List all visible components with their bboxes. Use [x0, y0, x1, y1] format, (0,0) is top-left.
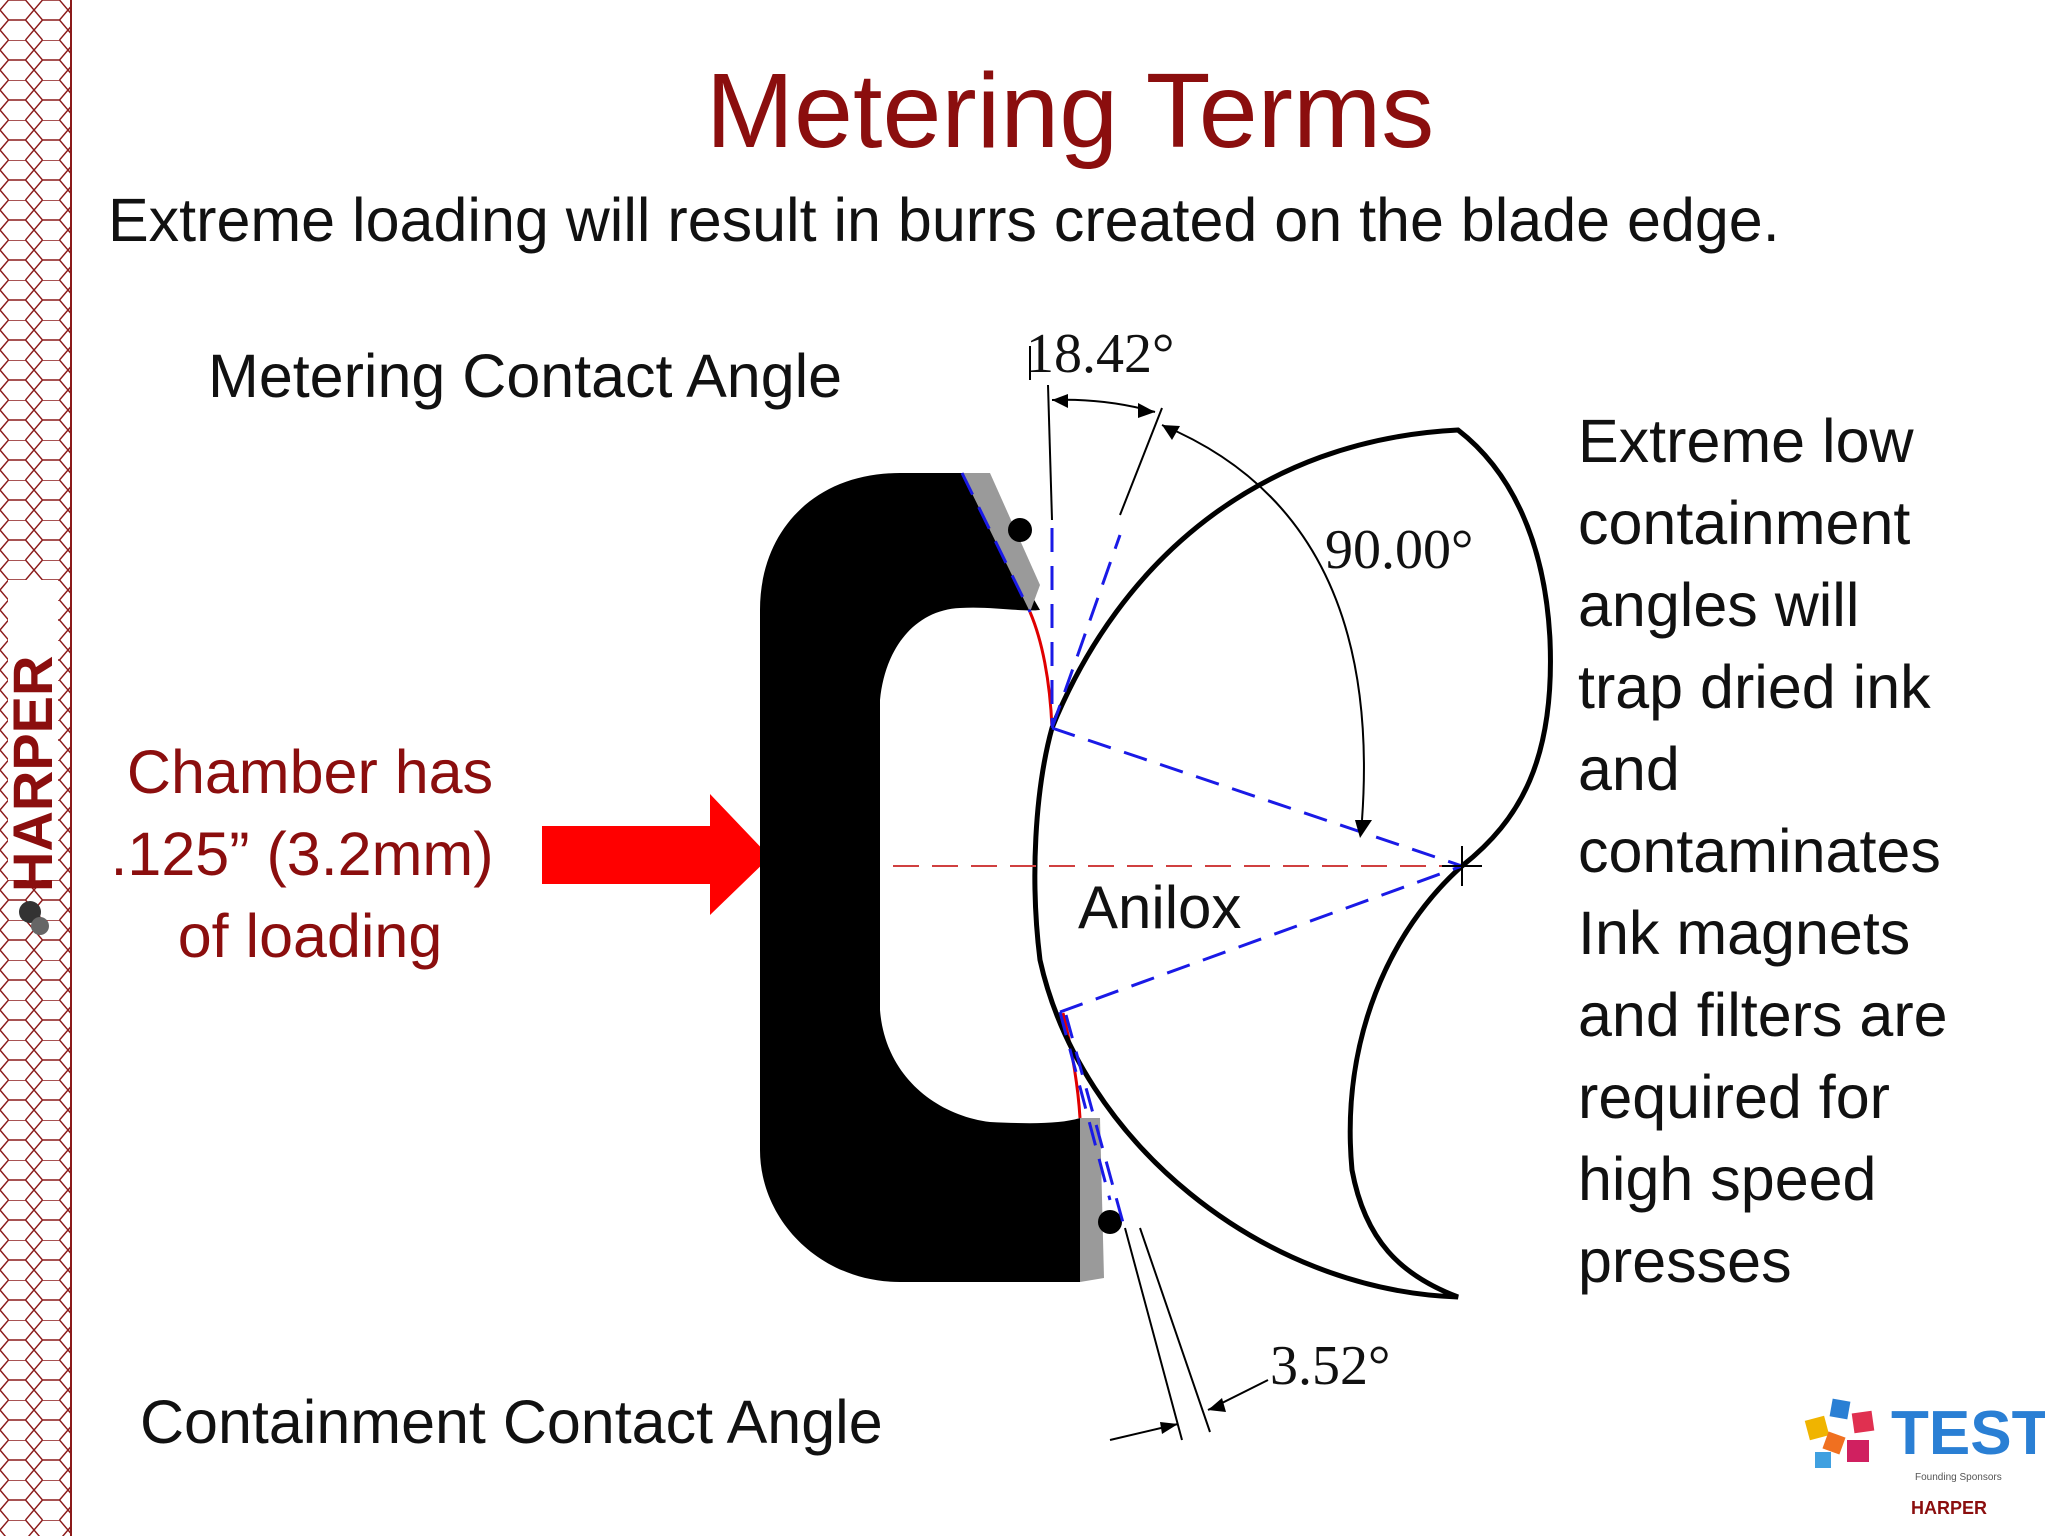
harper-logo: HARPER — [1, 580, 64, 935]
test-logo-harper: HARPER — [1911, 1498, 1987, 1518]
note-line: contaminates — [1578, 817, 1941, 885]
angle-arc-90 — [1161, 424, 1365, 821]
slide-subtitle: Extreme loading will result in burrs cre… — [108, 186, 1780, 254]
bottom-blade-dot — [1098, 1210, 1122, 1234]
dash-line — [1050, 534, 1122, 729]
note-line: presses — [1578, 1227, 1792, 1295]
slide-title: Metering Terms — [705, 52, 1435, 170]
note-line: required for — [1578, 1063, 1890, 1131]
containment-note: Extreme low containment angles will trap… — [1578, 400, 1948, 1302]
angle-label-bottom: 3.52° — [1270, 1335, 1390, 1397]
note-line: and — [1578, 735, 1680, 803]
dim-line — [1139, 1227, 1211, 1433]
chamber-note-line: .125” (3.2mm) — [110, 820, 494, 888]
top-blade-dot — [1008, 518, 1032, 542]
arrowhead — [1162, 425, 1180, 440]
arrowhead — [1355, 820, 1372, 838]
arrowhead — [1208, 1398, 1226, 1412]
top-contact-curve — [1028, 611, 1054, 729]
note-line: trap dried ink — [1578, 653, 1931, 721]
chamber-note-line: of loading — [177, 902, 443, 970]
anilox-label: Anilox — [1078, 874, 1241, 941]
harper-logo-text: HARPER — [1, 656, 64, 892]
note-line: angles will — [1578, 571, 1860, 639]
arrowhead — [1160, 1422, 1178, 1434]
test-logo: TEST Founding Sponsors HARPER — [1804, 1398, 2045, 1518]
dash-line — [1058, 1011, 1112, 1201]
chamber-body — [760, 473, 1080, 1282]
loading-arrow — [542, 794, 770, 915]
containment-contact-angle-label: Containment Contact Angle — [140, 1388, 883, 1456]
angle-label-top: 18.42° — [1026, 323, 1174, 385]
chamber-note-line: Chamber has — [126, 738, 494, 806]
dim-line — [1124, 1227, 1183, 1441]
test-logo-subtext: Founding Sponsors — [1915, 1472, 2002, 1483]
metering-contact-angle-label: Metering Contact Angle — [208, 342, 843, 410]
dash-line — [1051, 726, 1463, 868]
note-line: Ink magnets — [1578, 899, 1911, 967]
test-logo-text: TEST — [1891, 1399, 2045, 1468]
dim-line — [1119, 407, 1163, 516]
dash-line — [1059, 864, 1463, 1014]
dash-line — [960, 472, 1032, 613]
dim-line — [1047, 384, 1053, 521]
note-line: high speed — [1578, 1145, 1877, 1213]
arrowhead — [1138, 403, 1155, 418]
angle-label-90: 90.00° — [1325, 519, 1473, 581]
note-line: Extreme low — [1578, 407, 1914, 475]
arrowhead — [1052, 394, 1068, 408]
note-line: and filters are — [1578, 981, 1948, 1049]
note-line: containment — [1578, 489, 1911, 557]
bottom-blade — [1080, 1118, 1104, 1282]
top-blade — [962, 473, 1040, 612]
